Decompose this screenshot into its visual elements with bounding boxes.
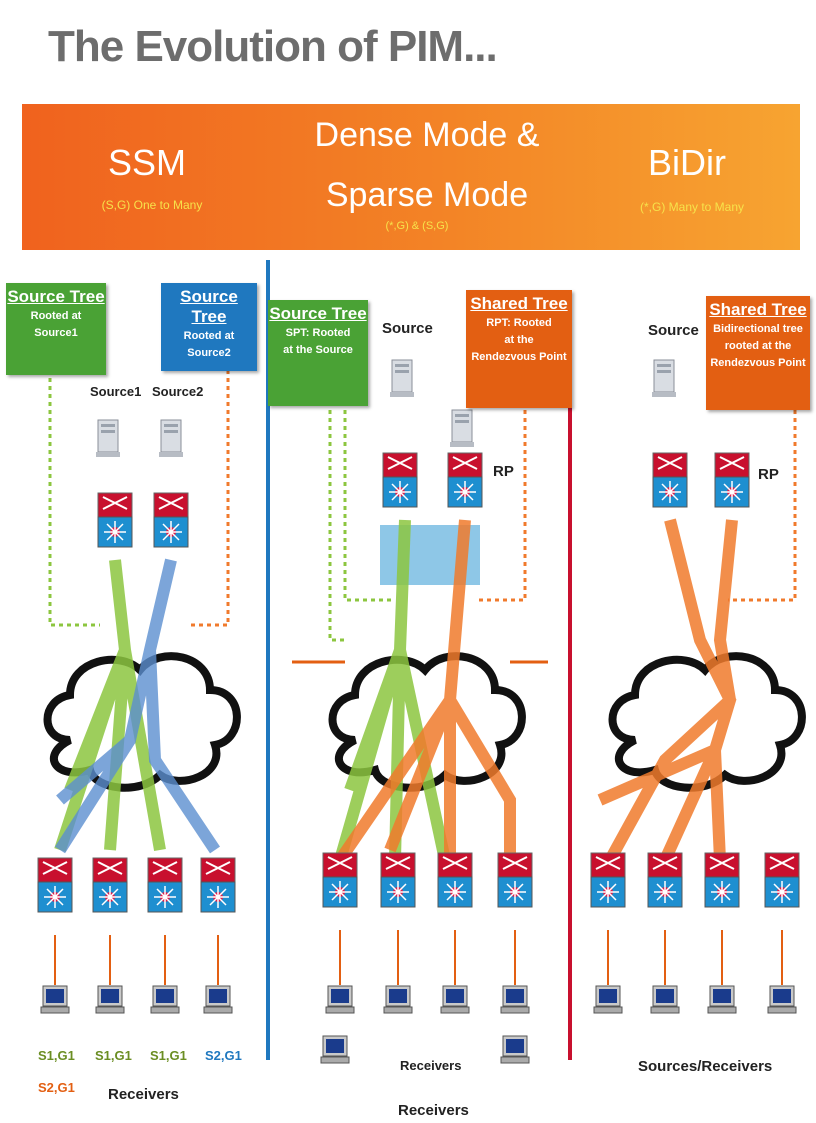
ssm-router2-icon	[153, 492, 189, 548]
bidir-source-label: Source	[648, 322, 699, 339]
bidir-subtitle: (*,G) Many to Many	[639, 200, 745, 214]
dense-spt-heading: Source Tree	[269, 304, 367, 323]
dense-source1-server-icon	[389, 359, 415, 398]
ssm-receiver-label-3: S1,G1	[150, 1048, 187, 1063]
bidir-shared-desc1: Bidirectional tree	[713, 323, 803, 335]
mode-banner: SSM (S,G) One to Many Dense Mode & Spars…	[22, 104, 800, 250]
ssm-receiver-pcs	[40, 985, 233, 1014]
dense-title-line1: Dense Mode &	[314, 116, 540, 154]
ssm-receiver-label-2: S1,G1	[95, 1048, 132, 1063]
ssm-source1-label: Source1	[90, 384, 142, 399]
dense-rp-label: RP	[493, 463, 514, 480]
ssm-source2-label: Source2	[152, 384, 204, 399]
ssm-receiver-routers	[37, 857, 236, 913]
bidir-title: BiDir	[648, 142, 726, 183]
dense-rpt-desc2: at the	[504, 334, 534, 346]
ssm-extra-label: S2,G1	[38, 1080, 75, 1095]
dense-shared-tree-box: Shared Tree RPT: Rooted at the Rendezvou…	[466, 290, 572, 408]
ssm-source-tree-1-box: Source Tree Rooted at Source1	[6, 283, 106, 375]
dense-rpt-desc3: Rendezvous Point	[471, 351, 567, 363]
bidir-shared-desc3: Rendezvous Point	[710, 357, 806, 369]
ssm-router1-icon	[97, 492, 133, 548]
ssm-source-tree-2-box: Source Tree Rooted at Source2	[161, 283, 257, 371]
dense-router-icon	[382, 452, 418, 508]
dense-source-tree-box: Source Tree SPT: Rooted at the Source	[268, 300, 368, 406]
bidir-receiver-routers	[590, 852, 800, 908]
dense-receivers-label: Receivers	[398, 1102, 469, 1119]
ssm-receiver-label-4: S2,G1	[205, 1048, 242, 1063]
dense-spt-desc2: at the Source	[283, 344, 353, 356]
bidir-shared-tree-box: Shared Tree Bidirectional tree rooted at…	[706, 296, 810, 410]
ssm-tree1-desc2: Source1	[34, 327, 78, 339]
ssm-tree2-desc2: Source2	[187, 347, 231, 359]
bidir-router-icon	[652, 452, 688, 508]
bidir-receivers-label: Sources/Receivers	[638, 1058, 773, 1075]
bidir-rp-label: RP	[758, 466, 779, 483]
ssm-receivers-label: Receivers	[108, 1086, 179, 1103]
dense-rpt-desc1: RPT: Rooted	[486, 317, 552, 329]
ssm-tree1-desc1: Rooted at	[30, 310, 82, 322]
bidir-receiver-pcs	[593, 985, 797, 1014]
bidir-shared-heading: Shared Tree	[709, 300, 807, 319]
dense-rpt-heading: Shared Tree	[470, 294, 568, 313]
dense-receiver-pcs	[320, 985, 530, 1064]
dense-spt-desc1: SPT: Rooted	[285, 327, 351, 339]
ssm-receiver-label-1: S1,G1	[38, 1048, 75, 1063]
dense-source2-server-icon	[449, 409, 475, 448]
dense-receiver-routers	[322, 852, 533, 908]
ssm-source2-server-icon	[158, 419, 184, 458]
ssm-source1-server-icon	[95, 419, 121, 458]
ssm-tree2-desc1: Rooted at	[183, 330, 235, 342]
dense-subtitle: (*,G) & (S,G)	[385, 220, 449, 232]
ssm-subtitle: (S,G) One to Many	[101, 198, 203, 212]
bidir-source-server-icon	[651, 359, 677, 398]
bidir-shared-desc2: rooted at the	[724, 340, 792, 352]
ssm-tree2-heading: Source Tree	[180, 287, 238, 326]
page-title: The Evolution of PIM...	[48, 22, 498, 71]
ssm-tree1-heading: Source Tree	[7, 287, 105, 306]
ssm-title: SSM	[107, 142, 186, 183]
bidir-rp-router-icon	[714, 452, 750, 508]
dense-title-line2: Sparse Mode	[325, 176, 529, 214]
dense-receivers-inner-label: Receivers	[400, 1058, 462, 1073]
dense-source-label: Source	[382, 320, 433, 337]
dense-rp-router-icon	[447, 452, 483, 508]
